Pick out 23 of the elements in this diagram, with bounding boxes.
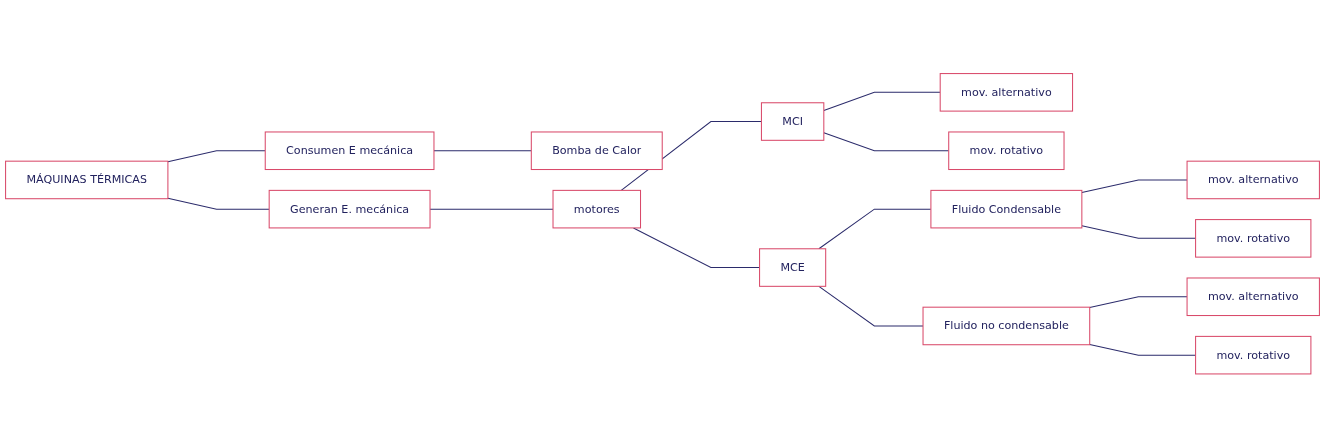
connector <box>1081 179 1188 194</box>
connector <box>818 286 924 327</box>
node-box: mov. rotativo <box>1195 219 1312 258</box>
connector <box>167 150 266 163</box>
node-box: Bomba de Calor <box>530 131 663 171</box>
node-box: Consumen E mecánica <box>264 131 435 171</box>
connector <box>433 150 532 152</box>
connector <box>823 92 941 112</box>
node-box: mov. rotativo <box>948 131 1065 171</box>
node-box: mov. alternativo <box>1186 277 1320 317</box>
node-box: motores <box>552 190 642 229</box>
node-box: MCI <box>760 102 825 142</box>
connector <box>620 121 762 192</box>
node-box: MCE <box>759 248 827 288</box>
connector <box>1089 296 1188 309</box>
connector <box>167 197 270 210</box>
node-box: Generan E. mecánica <box>268 190 431 229</box>
node-box: Fluido no condensable <box>922 306 1091 346</box>
node-box: mov. alternativo <box>1186 160 1320 200</box>
node-box: mov. alternativo <box>939 73 1074 112</box>
node-box: mov. rotativo <box>1195 336 1312 375</box>
node-box: MÁQUINAS TÉRMICAS <box>5 160 169 200</box>
node-box: Fluido Condensable <box>930 190 1083 229</box>
